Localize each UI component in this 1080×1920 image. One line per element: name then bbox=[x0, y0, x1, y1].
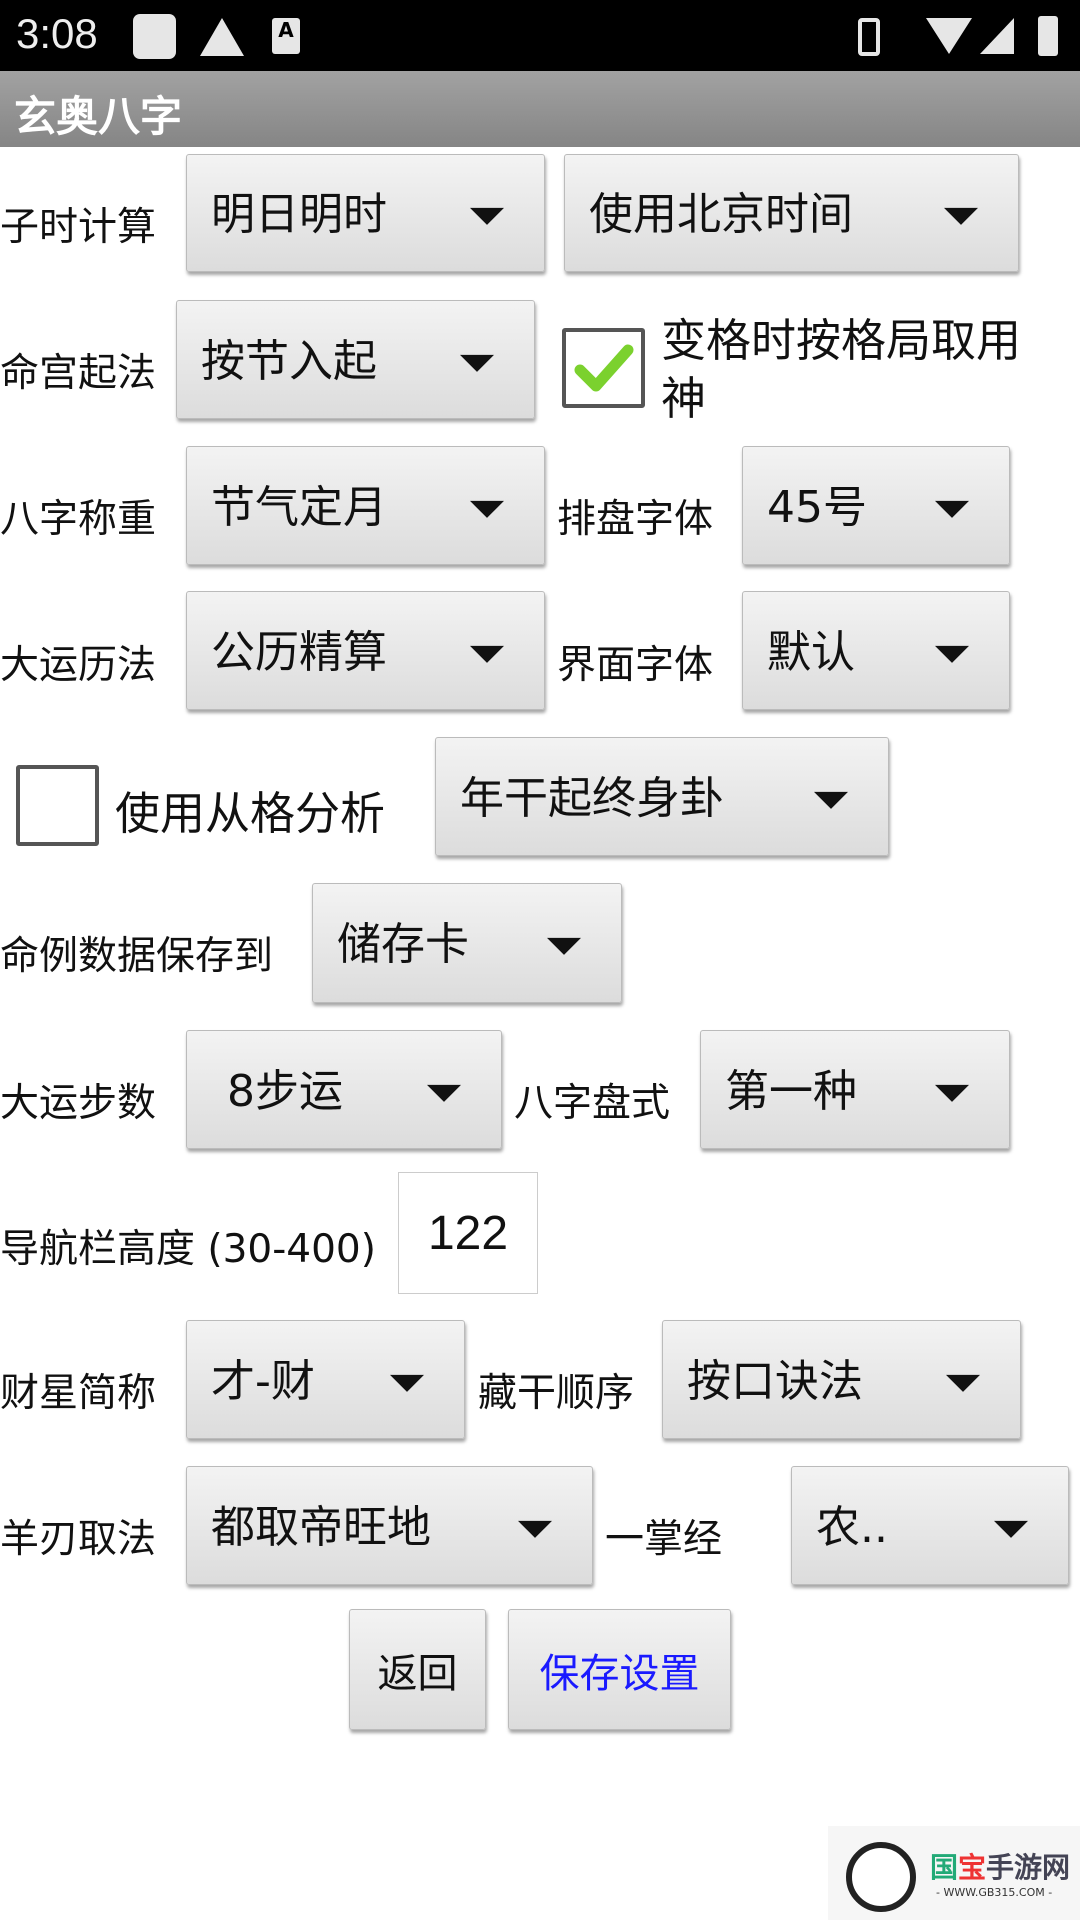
panshi-label: 八字盘式 bbox=[514, 1081, 671, 1126]
save-settings-button[interactable]: 保存设置 bbox=[508, 1609, 731, 1730]
yizhangjing-spinner[interactable]: 农.. bbox=[791, 1466, 1069, 1585]
biange-checkbox[interactable] bbox=[562, 328, 645, 408]
dropdown-arrow-icon bbox=[547, 937, 581, 955]
dropdown-arrow-icon bbox=[994, 1520, 1028, 1538]
ui-font-value: 默认 bbox=[767, 626, 855, 678]
zishi-spinner[interactable]: 明日明时 bbox=[186, 154, 545, 272]
caixing-label: 财星简称 bbox=[0, 1371, 157, 1416]
battery-charging-icon bbox=[1038, 16, 1058, 56]
gua-spinner[interactable]: 年干起终身卦 bbox=[435, 737, 889, 856]
dropdown-arrow-icon bbox=[935, 500, 969, 518]
yangren-spinner[interactable]: 都取帝旺地 bbox=[186, 1466, 593, 1585]
chengzhong-spinner[interactable]: 节气定月 bbox=[186, 446, 545, 565]
minggong-value: 按节入起 bbox=[201, 335, 377, 387]
warning-icon bbox=[200, 18, 244, 56]
panshi-value: 第一种 bbox=[725, 1065, 857, 1117]
dropdown-arrow-icon bbox=[470, 500, 504, 518]
canggan-value: 按口诀法 bbox=[687, 1355, 863, 1407]
dayun-steps-value: 8步运 bbox=[227, 1065, 343, 1117]
wifi-icon bbox=[926, 18, 972, 54]
action-bar: 玄奥八字 bbox=[0, 71, 1080, 147]
yizhangjing-value: 农.. bbox=[816, 1501, 888, 1553]
nav-height-input[interactable]: 122 bbox=[398, 1172, 538, 1294]
canggan-label: 藏干顺序 bbox=[478, 1371, 635, 1416]
chengzhong-value: 节气定月 bbox=[211, 481, 387, 533]
ui-font-spinner[interactable]: 默认 bbox=[742, 591, 1010, 710]
signal-icon bbox=[980, 18, 1014, 54]
ui-font-label: 界面字体 bbox=[557, 643, 714, 688]
dropdown-arrow-icon bbox=[946, 1374, 980, 1392]
panda-icon bbox=[846, 1842, 916, 1912]
caixing-value: 才-财 bbox=[211, 1355, 315, 1407]
gua-value: 年干起终身卦 bbox=[460, 772, 724, 824]
canggan-spinner[interactable]: 按口诀法 bbox=[662, 1320, 1021, 1439]
dropdown-arrow-icon bbox=[427, 1084, 461, 1102]
dropdown-arrow-icon bbox=[460, 354, 494, 372]
dayun-calendar-value: 公历精算 bbox=[211, 626, 387, 678]
checkmark-icon bbox=[574, 344, 634, 392]
accessibility-icon: A bbox=[272, 18, 300, 54]
chengzhong-label: 八字称重 bbox=[0, 497, 157, 542]
paipan-font-value: 45号 bbox=[767, 481, 867, 533]
dropdown-arrow-icon bbox=[518, 1520, 552, 1538]
save-to-label: 命例数据保存到 bbox=[0, 934, 274, 979]
panshi-spinner[interactable]: 第一种 bbox=[700, 1030, 1010, 1149]
timezone-spinner[interactable]: 使用北京时间 bbox=[564, 154, 1019, 272]
nav-height-label: 导航栏高度 (30-400) bbox=[0, 1227, 376, 1272]
dropdown-arrow-icon bbox=[470, 645, 504, 663]
timezone-value: 使用北京时间 bbox=[589, 188, 853, 240]
yangren-value: 都取帝旺地 bbox=[211, 1501, 431, 1553]
minggong-label: 命宫起法 bbox=[0, 351, 157, 396]
biange-label: 变格时按格局取用神 bbox=[661, 314, 1022, 425]
status-bar: 3:08 A bbox=[0, 0, 1080, 71]
notification-icon bbox=[133, 14, 176, 59]
dropdown-arrow-icon bbox=[944, 207, 978, 225]
back-button[interactable]: 返回 bbox=[349, 1609, 486, 1730]
yangren-label: 羊刃取法 bbox=[0, 1517, 157, 1562]
save-to-spinner[interactable]: 储存卡 bbox=[312, 883, 622, 1003]
paipan-font-spinner[interactable]: 45号 bbox=[742, 446, 1010, 565]
congge-checkbox[interactable] bbox=[16, 765, 99, 846]
vibrate-icon bbox=[858, 18, 880, 56]
dayun-calendar-spinner[interactable]: 公历精算 bbox=[186, 591, 545, 710]
dayun-calendar-label: 大运历法 bbox=[0, 643, 157, 688]
zishi-value: 明日明时 bbox=[211, 188, 387, 240]
watermark-logo: 国宝手游网 - WWW.GB315.COM - bbox=[828, 1826, 1080, 1920]
dayun-steps-spinner[interactable]: 8步运 bbox=[186, 1030, 502, 1149]
dropdown-arrow-icon bbox=[814, 791, 848, 809]
dropdown-arrow-icon bbox=[935, 1084, 969, 1102]
save-to-value: 储存卡 bbox=[337, 918, 469, 970]
app-title: 玄奥八字 bbox=[14, 92, 183, 141]
dropdown-arrow-icon bbox=[470, 207, 504, 225]
yizhangjing-label: 一掌经 bbox=[605, 1517, 723, 1562]
zishi-label: 子时计算 bbox=[0, 205, 157, 250]
status-time: 3:08 bbox=[16, 10, 98, 57]
minggong-spinner[interactable]: 按节入起 bbox=[176, 300, 535, 419]
dayun-steps-label: 大运步数 bbox=[0, 1081, 157, 1126]
congge-label: 使用从格分析 bbox=[115, 787, 386, 840]
caixing-spinner[interactable]: 才-财 bbox=[186, 1320, 465, 1439]
dropdown-arrow-icon bbox=[390, 1374, 424, 1392]
dropdown-arrow-icon bbox=[935, 645, 969, 663]
paipan-font-label: 排盘字体 bbox=[557, 497, 714, 542]
